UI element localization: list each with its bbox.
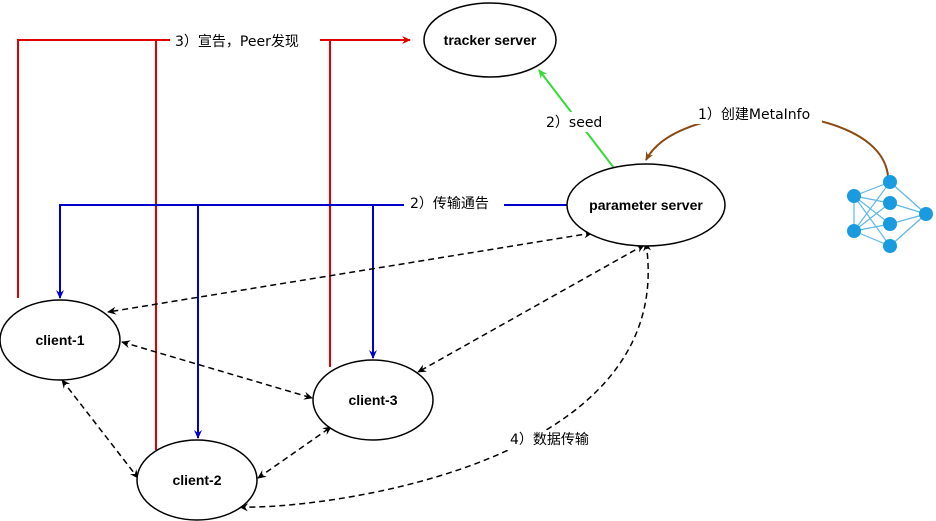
parameter-label: parameter server — [589, 197, 703, 213]
edge-notify-client1 — [56, 204, 568, 299]
edge-client2-client3 — [257, 426, 332, 479]
edge-client1-client2 — [61, 379, 139, 479]
edge-client1-tracker — [17, 36, 411, 298]
node-parameter: parameter server — [566, 163, 726, 247]
edge-param-client3 — [417, 244, 645, 373]
edge-labels: 3）宣告，Peer发现 2）seed 1）创建MetaInfo 2）传输通告 4… — [170, 31, 822, 450]
label-transfer: 4）数据传输 — [510, 432, 589, 448]
node-client1: client-1 — [0, 299, 121, 381]
label-notify: 2）传输通告 — [410, 196, 489, 212]
label-seed: 2）seed — [546, 115, 602, 131]
tracker-label: tracker server — [444, 32, 537, 48]
client1-label: client-1 — [35, 332, 84, 348]
label-create: 1）创建MetaInfo — [698, 107, 810, 123]
label-announce: 3）宣告，Peer发现 — [175, 34, 299, 50]
edge-client1-client3 — [121, 340, 313, 400]
edge-param-client1 — [107, 230, 593, 315]
neural-network-icon — [847, 175, 933, 253]
peer-edges — [61, 230, 652, 512]
node-client3: client-3 — [312, 359, 434, 441]
edge-create — [645, 113, 889, 177]
node-client2: client-2 — [136, 439, 258, 521]
client2-label: client-2 — [172, 472, 221, 488]
edge-param-client2 — [239, 242, 652, 512]
client3-label: client-3 — [348, 392, 397, 408]
node-tracker: tracker server — [423, 2, 557, 78]
